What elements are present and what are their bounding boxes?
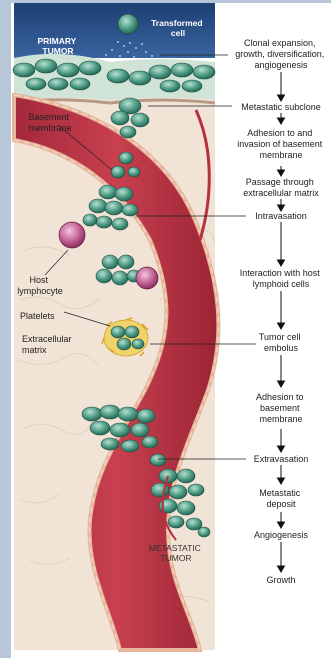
step-tumor-embolus: Tumor cell embolus — [259, 332, 303, 353]
step-adhesion-basement: Adhesion to basement membrane — [256, 392, 306, 424]
step-angiogenesis: Angiogenesis — [254, 530, 309, 540]
step-clonal-expansion: Clonal expansion, growth, diversificatio… — [235, 38, 327, 70]
transformed-cell — [118, 14, 138, 34]
step-host-interaction: Interaction with host lymphoid cells — [240, 268, 323, 289]
step-extravasation: Extravasation — [254, 454, 309, 464]
host-lymphocyte — [59, 222, 85, 248]
step-metastatic-deposit: Metastatic deposit — [259, 488, 303, 509]
step-growth: Growth — [266, 575, 295, 585]
platelets-label: Platelets — [20, 311, 55, 321]
step-intravasation: Intravasation — [255, 211, 307, 221]
basement-membrane-label: Basement membrane — [28, 112, 71, 133]
step-metastatic-subclone: Metastatic subclone — [241, 102, 321, 112]
step-passage-matrix: Passage through extracellular matrix — [243, 177, 319, 198]
step-adhesion-invasion: Adhesion to and invasion of basement mem… — [237, 128, 325, 160]
primary-tumor-label: PRIMARY TUMOR — [37, 36, 78, 56]
lymphocyte-in-vessel — [136, 267, 158, 289]
